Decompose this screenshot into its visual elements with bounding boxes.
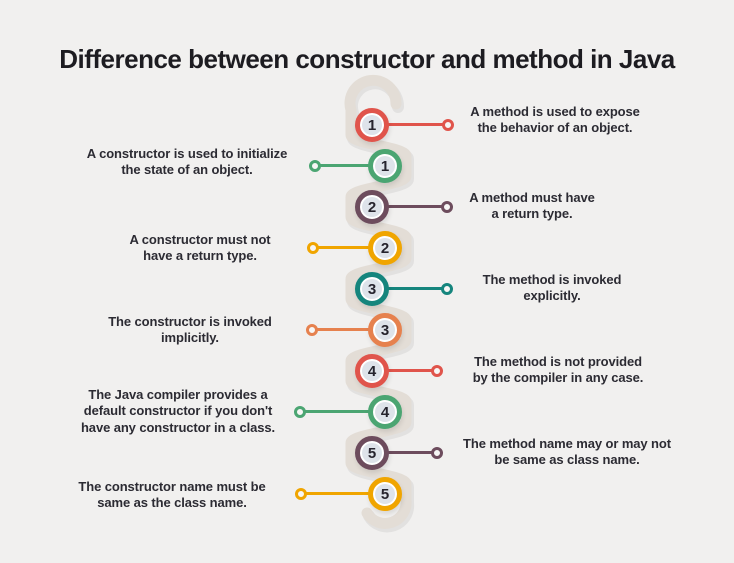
connector-dot-icon xyxy=(431,447,443,459)
step-number: 3 xyxy=(367,280,377,298)
step-circle: 4 xyxy=(355,354,389,388)
step-label: The method name may or may not be same a… xyxy=(463,436,671,468)
step-label: A constructor is used to initialize the … xyxy=(86,146,288,178)
connector-line xyxy=(387,123,444,126)
connector-line xyxy=(303,410,370,413)
connector-line xyxy=(387,205,443,208)
connector-dot-icon xyxy=(441,283,453,295)
connector-line xyxy=(387,287,443,290)
step-number: 4 xyxy=(380,403,390,421)
step-number: 2 xyxy=(367,198,377,216)
step-label: The method is not provided by the compil… xyxy=(472,354,644,386)
connector-line xyxy=(304,492,370,495)
step-label: A method is used to expose the behavior … xyxy=(470,104,640,136)
connector-line xyxy=(315,328,370,331)
connector-dot-icon xyxy=(431,365,443,377)
step-label: The constructor name must be same as the… xyxy=(78,479,266,511)
step-circle: 2 xyxy=(368,231,402,265)
step-number: 5 xyxy=(367,444,377,462)
step-circle: 5 xyxy=(368,477,402,511)
step-label: The method is invoked explicitly. xyxy=(482,272,622,304)
connector-dot-icon xyxy=(295,488,307,500)
step-number: 3 xyxy=(380,321,390,339)
connector-line xyxy=(318,164,370,167)
step-number: 1 xyxy=(367,116,377,134)
step-number: 2 xyxy=(380,239,390,257)
connector-line xyxy=(316,246,370,249)
step-number: 1 xyxy=(380,157,390,175)
connector-line xyxy=(387,369,433,372)
step-circle: 2 xyxy=(355,190,389,224)
page-title: Difference between constructor and metho… xyxy=(59,44,675,74)
step-circle: 1 xyxy=(355,108,389,142)
connector-dot-icon xyxy=(294,406,306,418)
connector-dot-icon xyxy=(307,242,319,254)
step-label: A constructor must not have a return typ… xyxy=(129,232,271,264)
step-circle: 4 xyxy=(368,395,402,429)
step-number: 4 xyxy=(367,362,377,380)
step-circle: 3 xyxy=(368,313,402,347)
step-label: A method must have a return type. xyxy=(469,190,595,222)
connector-line xyxy=(387,451,433,454)
step-circle: 3 xyxy=(355,272,389,306)
connector-dot-icon xyxy=(306,324,318,336)
step-label: The Java compiler provides a default con… xyxy=(80,387,276,435)
step-circle: 5 xyxy=(355,436,389,470)
step-circle: 1 xyxy=(368,149,402,183)
connector-dot-icon xyxy=(309,160,321,172)
connector-dot-icon xyxy=(441,201,453,213)
step-label: The constructor is invoked implicitly. xyxy=(108,314,272,346)
connector-dot-icon xyxy=(442,119,454,131)
step-number: 5 xyxy=(380,485,390,503)
